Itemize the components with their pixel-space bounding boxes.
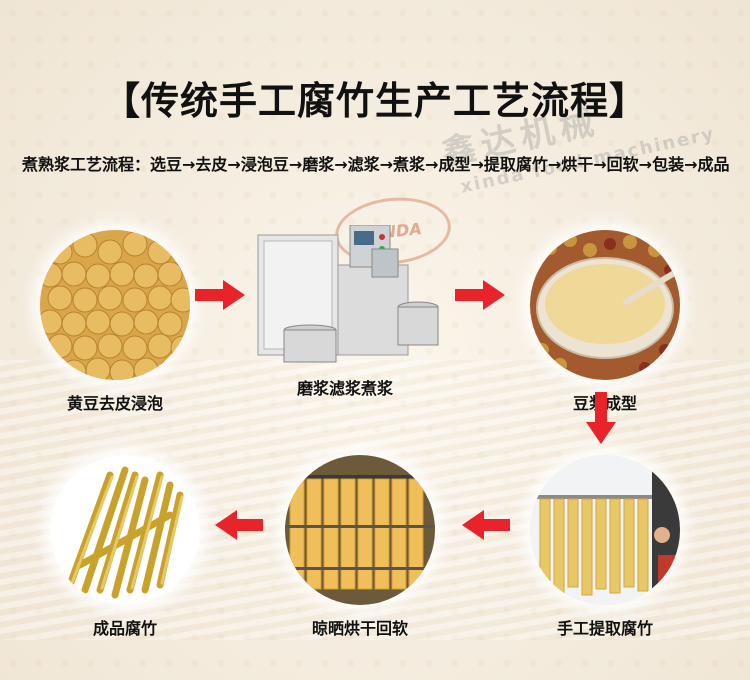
step-soymilk-forming: 豆浆成型 xyxy=(525,230,685,414)
arrow-left-icon xyxy=(462,510,510,540)
step-finished-product: 成品腐竹 xyxy=(45,455,205,639)
step-label: 手工提取腐竹 xyxy=(556,619,653,638)
step-label: 晾晒烘干回软 xyxy=(311,619,408,638)
arrow-down-icon xyxy=(586,392,616,444)
step-label: 磨浆滤浆煮浆 xyxy=(296,379,393,398)
step-soybean-soaking: 黄豆去皮浸泡 xyxy=(35,230,195,414)
step-grinding-boiling: 磨浆滤浆煮浆 xyxy=(245,224,445,399)
soybeans-image xyxy=(40,230,190,380)
finished-yuba-image xyxy=(50,455,200,605)
process-description: 煮熟浆工艺流程：选豆→去皮→浸泡豆→磨浆→滤浆→煮浆→成型→提取腐竹→烘干→回软… xyxy=(22,155,730,174)
step-label: 成品腐竹 xyxy=(92,619,157,638)
step-drying: 晾晒烘干回软 xyxy=(280,455,440,639)
step-label: 黄豆去皮浸泡 xyxy=(66,394,163,413)
hand-extraction-image xyxy=(530,455,680,605)
arrow-left-icon xyxy=(215,510,263,540)
arrow-right-icon xyxy=(455,280,505,310)
drying-rack-image xyxy=(285,455,435,605)
soymilk-bowl-image xyxy=(530,230,680,380)
page-title: 【传统手工腐竹生产工艺流程】 xyxy=(101,79,648,123)
grinding-machine-image xyxy=(250,224,440,365)
step-hand-extraction: 手工提取腐竹 xyxy=(525,455,685,639)
arrow-right-icon xyxy=(195,280,245,310)
